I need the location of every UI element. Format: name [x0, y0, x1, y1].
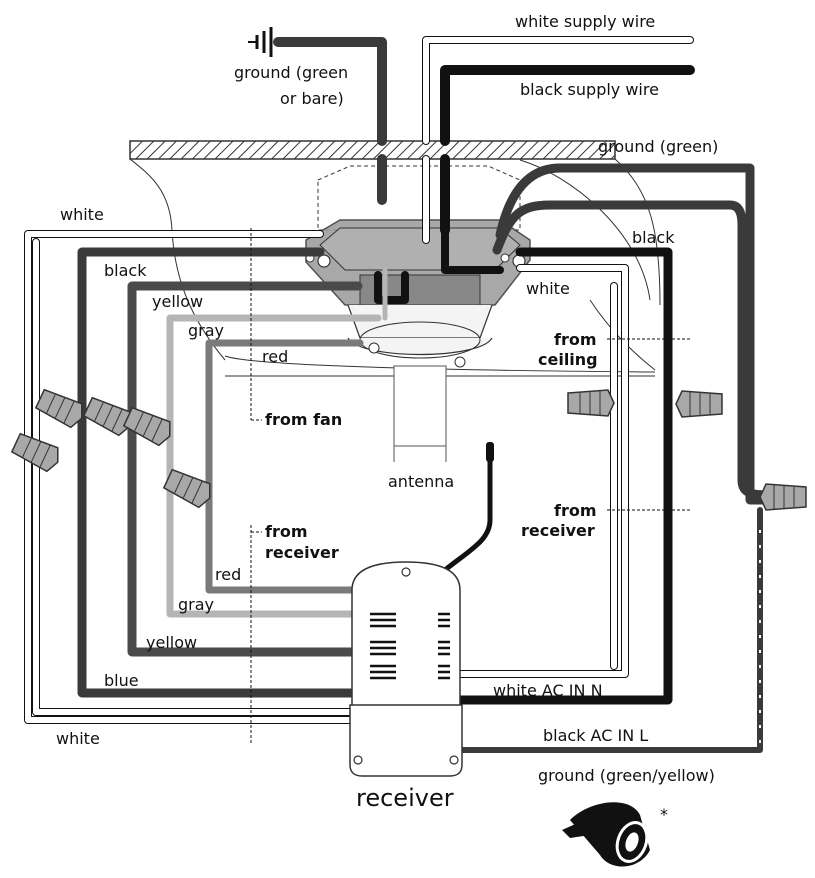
label-tape-asterisk: *	[660, 805, 668, 824]
label-white-left-top: white	[60, 205, 104, 224]
label-white-supply-wire: white supply wire	[515, 12, 655, 31]
receiver-terminals-left	[370, 612, 396, 680]
wire-nut-icon	[10, 432, 59, 473]
label-black-left: black	[104, 261, 147, 280]
label-red-left: red	[262, 347, 288, 366]
leader-lines	[250, 228, 690, 745]
label-ground-green: ground (green)	[598, 137, 718, 156]
label-receiver: receiver	[356, 784, 454, 812]
label-black-right: black	[632, 228, 675, 247]
ground-supply-wire	[273, 37, 387, 146]
label-white-ac-in-n: white AC IN N	[493, 681, 603, 700]
label-yellow-lower: yellow	[146, 633, 197, 652]
yellow-left-wire	[127, 281, 365, 657]
label-blue-lower: blue	[104, 671, 139, 690]
wire-nut-icon	[567, 389, 615, 417]
label-yellow-left: yellow	[152, 292, 203, 311]
electrical-tape-icon	[562, 802, 650, 867]
receiver-terminals-right	[438, 612, 450, 680]
black-blue-left-wire	[77, 247, 365, 698]
white-right-wire	[456, 264, 629, 678]
antenna-wire	[442, 447, 493, 573]
gray-left-wire	[166, 314, 382, 618]
downrod-pipe	[393, 365, 447, 447]
label-black-supply-wire: black supply wire	[520, 80, 659, 99]
ceiling-curve-bottom	[224, 355, 656, 373]
ceiling-hatched-beam	[129, 140, 616, 160]
label-from-receiver-right-line2: receiver	[521, 521, 595, 540]
red-left-wire	[205, 339, 364, 594]
label-white-lower: white	[56, 729, 100, 748]
label-from-ceiling-line1: from	[554, 330, 597, 349]
label-from-ceiling-line2: ceiling	[538, 350, 598, 369]
label-ground-green-yellow: ground (green/yellow)	[538, 766, 715, 785]
receiver-unit	[349, 561, 463, 777]
wire-nut-icon	[82, 396, 131, 437]
label-red-lower: red	[215, 565, 241, 584]
fan-downrod	[393, 365, 447, 462]
ground-symbol-icon	[248, 27, 273, 57]
label-from-fan: from fan	[265, 410, 342, 429]
black-supply-wire	[440, 65, 695, 146]
label-gray-left: gray	[188, 321, 224, 340]
label-black-ac-in-l: black AC IN L	[543, 726, 648, 745]
mounting-bracket	[305, 219, 531, 368]
wire-nut-icon	[675, 390, 723, 418]
black-ceiling-loop	[492, 200, 773, 500]
label-from-receiver-left-line1: from	[265, 522, 308, 541]
antenna-tip	[486, 442, 494, 462]
black-right-wire	[455, 247, 673, 705]
wire-nut-icon	[34, 388, 83, 429]
label-white-right: white	[526, 279, 570, 298]
wire-nut-icon	[122, 406, 171, 447]
label-gray-lower: gray	[178, 595, 214, 614]
label-ground-top-line1: ground (green	[234, 63, 348, 82]
label-ground-top-line2: or bare)	[280, 89, 344, 108]
wire-nut-icon	[759, 483, 807, 511]
label-from-receiver-left-line2: receiver	[265, 543, 339, 562]
ceiling-outline-right-lower	[589, 299, 656, 371]
label-from-receiver-right-line1: from	[554, 501, 597, 520]
wire-nut-icon	[162, 468, 211, 509]
label-antenna: antenna	[388, 472, 454, 491]
bracket-screw-left	[317, 254, 331, 268]
wire-nuts	[10, 388, 807, 511]
ground-green-wire	[495, 163, 773, 505]
